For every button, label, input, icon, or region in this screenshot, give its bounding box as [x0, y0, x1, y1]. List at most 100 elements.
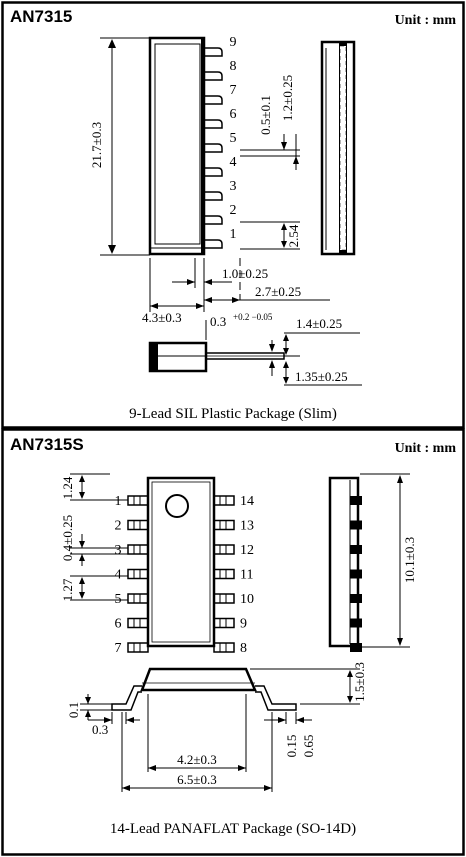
so14-left-lead — [127, 617, 149, 629]
top-lead-thickness-label: 0.3 — [210, 314, 226, 329]
so14-foot-label: 0.65 — [301, 735, 316, 758]
so14-lead-tip-label: 0.15 — [284, 735, 299, 758]
top-lead-width2-label: 1.2±0.25 — [280, 75, 295, 121]
sil-leads — [204, 47, 223, 249]
top-lead-offset-label: 1.0±0.25 — [222, 266, 268, 281]
so14-left-pin-label: 1 — [115, 494, 122, 509]
top-panel-frame — [1, 1, 465, 429]
sil-pin-label: 1 — [230, 227, 237, 242]
so14-side-lead — [350, 520, 362, 530]
sil-lead — [204, 143, 223, 153]
top-lead-width-label: 0.5±0.1 — [258, 95, 273, 135]
so14-left-lead — [127, 593, 149, 604]
sil-body — [148, 36, 206, 256]
so14-right-lead — [213, 519, 235, 531]
sil-side-view — [320, 40, 356, 256]
top-lead-length-label: 2.7±0.25 — [255, 284, 301, 299]
sil-pin-label: 6 — [230, 107, 237, 122]
so14-left-pin-label: 2 — [115, 519, 122, 534]
sil-side-body — [320, 40, 356, 256]
top-caption: 9-Lead SIL Plastic Package (Slim) — [129, 406, 337, 422]
so14-right-pin-label: 9 — [240, 617, 247, 632]
so14-lead-thick-label: 0.3 — [92, 722, 108, 737]
sil-pin-label: 3 — [230, 179, 237, 194]
bottom-unit-label: Unit : mm — [395, 441, 457, 456]
pin1-marker — [165, 494, 189, 518]
so14-total-width-label: 6.5±0.3 — [177, 772, 217, 787]
sil-lead — [204, 95, 223, 105]
so14-side-view: 10.1±0.3 — [328, 473, 417, 652]
so14-length-label: 10.1±0.3 — [402, 537, 417, 583]
so14-left-pin-label: 4 — [115, 568, 122, 583]
so14-left-pin-label: 3 — [115, 543, 122, 558]
sil-lead — [204, 47, 223, 57]
so14-left-pin-label: 7 — [115, 641, 122, 656]
so14-left-lead — [127, 568, 149, 580]
sil-lead — [204, 71, 223, 81]
sil-pin-label: 5 — [230, 131, 237, 146]
so14-left-lead — [127, 544, 149, 555]
sil-lead — [204, 191, 223, 201]
top-unit-label: Unit : mm — [395, 13, 457, 28]
sil-pin-label: 4 — [230, 155, 237, 170]
so14-left-pin-label: 5 — [115, 592, 122, 607]
so14-side-lead — [350, 594, 362, 603]
top-lead-thickness-tol: +0.2 −0.05 — [233, 312, 273, 322]
top-side-top-label: 1.4±0.25 — [296, 316, 342, 331]
so14-standoff-label: 0.1 — [66, 702, 81, 718]
so14-right-pin-label: 14 — [240, 494, 254, 509]
sil-pin-label: 8 — [230, 59, 237, 74]
so14-side-lead — [350, 643, 362, 652]
so14-side-lead — [350, 545, 362, 554]
top-height-label: 21.7±0.3 — [89, 122, 104, 168]
sil-pin-label: 2 — [230, 203, 237, 218]
so14-right-lead — [213, 617, 235, 629]
so14-top-gap-label: 1.24 — [60, 476, 75, 499]
so14-right-pin-label: 8 — [240, 641, 247, 656]
so14-right-lead — [213, 544, 235, 555]
so14-right-pin-label: 12 — [240, 543, 254, 558]
sil-lead — [204, 119, 223, 129]
top-pitch-label: 2.54 — [286, 224, 301, 247]
bottom-part-number: AN7315S — [10, 435, 84, 454]
top-body-width-label: 4.3±0.3 — [142, 310, 182, 325]
so14-right-pin-label: 11 — [240, 568, 253, 583]
so14-height-label: 1.5±0.3 — [352, 662, 367, 702]
so14-pitch-label: 1.27 — [60, 578, 75, 601]
so14-profile-body — [140, 667, 257, 692]
so14-side-body — [328, 476, 360, 648]
so14-left-dimensions: 1.24 0.4±0.25 1.27 — [60, 473, 128, 601]
sil-bottom-body — [148, 341, 208, 373]
so14-left-lead — [127, 495, 149, 506]
bottom-caption: 14-Lead PANAFLAT Package (SO-14D) — [110, 821, 356, 837]
top-height-dimension: 21.7±0.3 — [89, 37, 150, 256]
so14-left-lead — [127, 519, 149, 531]
so14-right-lead — [213, 642, 235, 653]
sil-body-inner — [154, 43, 201, 245]
top-lead-dimensions: 0.5±0.1 1.2±0.25 2.54 — [240, 75, 301, 250]
so14-left-lead — [127, 642, 149, 653]
so14-right-pin-label: 13 — [240, 519, 254, 534]
so14-side-lead — [350, 618, 362, 628]
top-side-bottom-label: 1.35±0.25 — [295, 369, 348, 384]
sil-pin-label: 7 — [230, 83, 237, 98]
sil-lead — [204, 215, 223, 225]
so14-right-lead — [213, 593, 235, 604]
so14-body-width-label: 4.2±0.3 — [177, 752, 217, 767]
so14-right-pin-label: 10 — [240, 592, 254, 607]
so14-right-pin-labels: 14 13 12 11 10 9 8 — [240, 494, 254, 656]
so14-left-pin-label: 6 — [115, 617, 122, 632]
so14-right-lead — [213, 495, 235, 506]
top-part-number: AN7315 — [10, 7, 72, 26]
so14-side-lead — [350, 569, 362, 579]
so14-body — [146, 476, 216, 648]
top-horizontal-dimensions: 1.0±0.25 2.7±0.25 4.3±0.3 0.3 +0.2 −0.05 — [142, 258, 330, 329]
sil-lead — [204, 167, 223, 177]
sil-bottom-view: 1.4±0.25 1.35±0.25 — [148, 316, 362, 386]
so14-right-lead — [213, 568, 235, 580]
